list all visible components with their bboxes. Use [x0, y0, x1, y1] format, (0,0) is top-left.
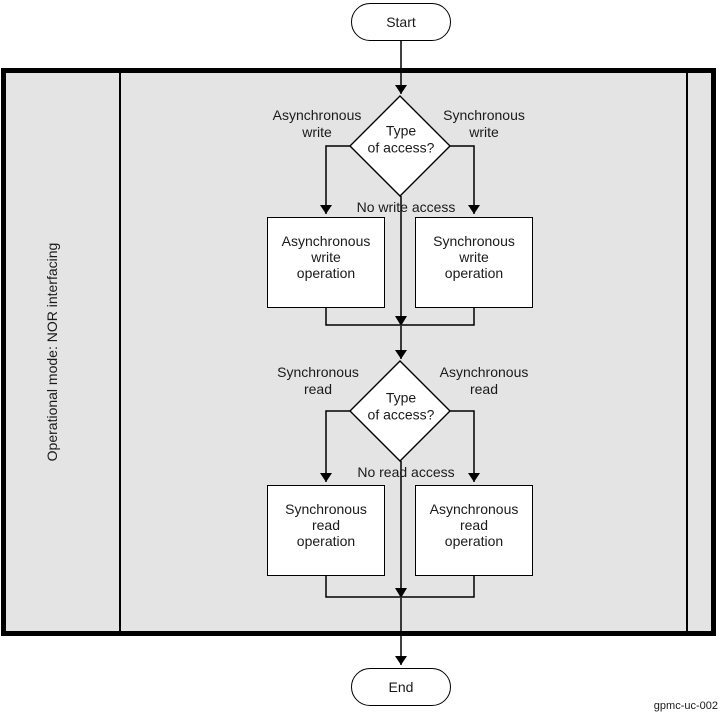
branch-label-no-write-access: No write access: [356, 199, 456, 215]
branch-label-asynchronous-write: Asynchronous write: [272, 107, 362, 140]
lane-divider-left: [119, 73, 121, 632]
process-synchronous-write-operation: Synchronous write operation: [415, 217, 533, 308]
figure-code: gpmc-uc-002: [653, 700, 718, 712]
end-node-label: End: [388, 679, 414, 695]
lane-label: Operational mode: NOR interfacing: [44, 242, 60, 462]
branch-label-no-read-access: No read access: [357, 464, 455, 480]
process-synchronous-read-operation: Synchronous read operation: [267, 485, 385, 576]
end-node: End: [351, 668, 451, 706]
decision-write-label: Type of access?: [367, 122, 435, 156]
branch-label-synchronous-read: Synchronous read: [277, 364, 359, 397]
decision-read-label: Type of access?: [367, 389, 435, 423]
branch-label-synchronous-write: Synchronous write: [443, 107, 525, 140]
start-node-label: Start: [386, 14, 416, 30]
branch-label-asynchronous-read: Asynchronous read: [439, 364, 529, 397]
process-asynchronous-write-operation: Asynchronous write operation: [267, 217, 385, 308]
process-asynchronous-read-operation: Asynchronous read operation: [415, 485, 533, 576]
start-node: Start: [351, 3, 451, 41]
lane-divider-right: [686, 73, 688, 632]
